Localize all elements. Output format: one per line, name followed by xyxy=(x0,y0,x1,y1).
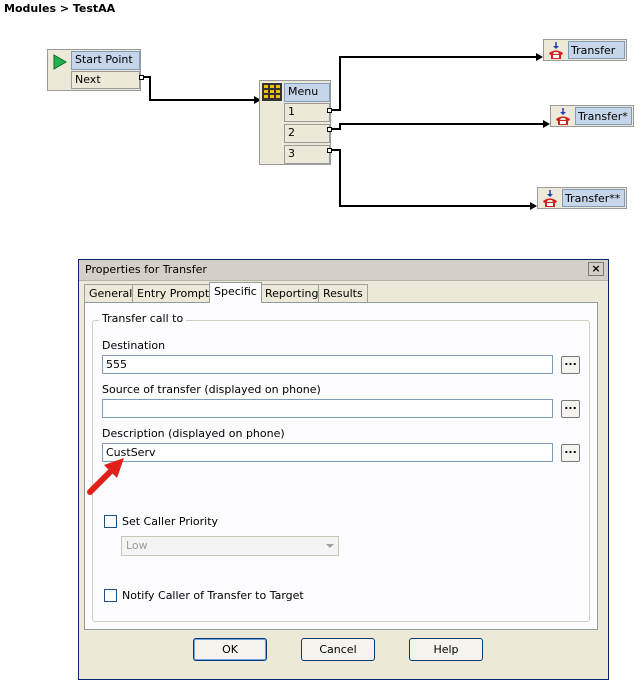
notify-caller-label: Notify Caller of Transfer to Target xyxy=(122,589,304,602)
properties-dialog: Properties for Transfer × General Entry … xyxy=(78,259,609,680)
destination-field[interactable]: 555 xyxy=(102,355,553,374)
source-label: Source of transfer (displayed on phone) xyxy=(102,383,321,396)
connector-menu-2 xyxy=(331,123,545,130)
arrowhead xyxy=(530,202,537,210)
description-label: Description (displayed on phone) xyxy=(102,427,285,440)
transfer-node-label: Transfer** xyxy=(562,189,625,207)
caller-priority-label: Set Caller Priority xyxy=(122,515,219,528)
connector-start-menu xyxy=(143,76,257,101)
menu-option-2[interactable]: 2 xyxy=(284,124,330,143)
tab-reporting[interactable]: Reporting xyxy=(260,284,324,302)
arrowhead xyxy=(543,120,550,128)
transfer-node[interactable]: Transfer** xyxy=(537,187,627,209)
start-point-title: Start Point xyxy=(71,51,140,70)
menu-title: Menu xyxy=(284,83,330,102)
group-label: Transfer call to xyxy=(99,312,187,325)
connector-menu-3 xyxy=(331,149,532,207)
phone-transfer-icon xyxy=(543,190,557,207)
destination-label: Destination xyxy=(102,339,166,352)
source-field[interactable] xyxy=(102,399,553,418)
play-icon xyxy=(53,54,67,70)
menu-node[interactable]: Menu 1 2 3 xyxy=(259,80,331,165)
dialog-title: Properties for Transfer xyxy=(85,263,207,276)
notify-caller-checkbox[interactable] xyxy=(104,589,117,602)
transfer-node[interactable]: Transfer xyxy=(543,39,627,61)
cancel-button[interactable]: Cancel xyxy=(301,638,375,661)
close-button[interactable]: × xyxy=(588,262,604,276)
dialog-titlebar[interactable]: Properties for Transfer × xyxy=(79,260,608,281)
source-browse-button[interactable]: ... xyxy=(561,400,580,418)
transfer-node[interactable]: Transfer* xyxy=(550,105,634,127)
output-port[interactable] xyxy=(327,148,332,153)
output-port[interactable] xyxy=(327,108,332,113)
tab-results[interactable]: Results xyxy=(318,284,368,302)
help-button[interactable]: Help xyxy=(409,638,483,661)
output-port[interactable] xyxy=(139,75,144,80)
flow-connectors xyxy=(143,53,550,210)
chevron-down-icon xyxy=(326,544,334,548)
tab-specific[interactable]: Specific xyxy=(209,282,262,303)
red-arrow-annotation xyxy=(87,458,124,495)
phone-transfer-icon xyxy=(549,42,563,59)
tab-general[interactable]: General xyxy=(84,284,138,302)
transfer-node-label: Transfer xyxy=(568,41,625,59)
breadcrumb[interactable]: Modules > TestAA xyxy=(4,2,116,15)
ok-button[interactable]: OK xyxy=(193,638,267,661)
destination-browse-button[interactable]: ... xyxy=(561,356,580,374)
connector-menu-1 xyxy=(331,56,538,111)
description-browse-button[interactable]: ... xyxy=(561,444,580,462)
start-point-next-output[interactable]: Next xyxy=(71,71,140,89)
menu-option-1[interactable]: 1 xyxy=(284,103,330,122)
arrowhead xyxy=(536,53,543,61)
caller-priority-value: Low xyxy=(126,539,148,552)
caller-priority-select[interactable]: Low xyxy=(121,536,339,556)
keypad-icon xyxy=(262,83,282,101)
arrowhead xyxy=(254,96,261,104)
phone-transfer-icon xyxy=(556,108,570,125)
transfer-call-group xyxy=(92,320,590,622)
tab-panel-specific: Transfer call to Destination 555 ... Sou… xyxy=(84,302,598,630)
start-point-node[interactable]: Start Point Next xyxy=(47,49,141,91)
caller-priority-checkbox[interactable] xyxy=(104,515,117,528)
description-field[interactable]: CustServ xyxy=(102,443,553,462)
transfer-node-label: Transfer* xyxy=(575,107,632,125)
menu-option-3[interactable]: 3 xyxy=(284,145,330,164)
output-port[interactable] xyxy=(327,127,332,132)
tab-entry-prompts[interactable]: Entry Prompts xyxy=(132,284,220,302)
